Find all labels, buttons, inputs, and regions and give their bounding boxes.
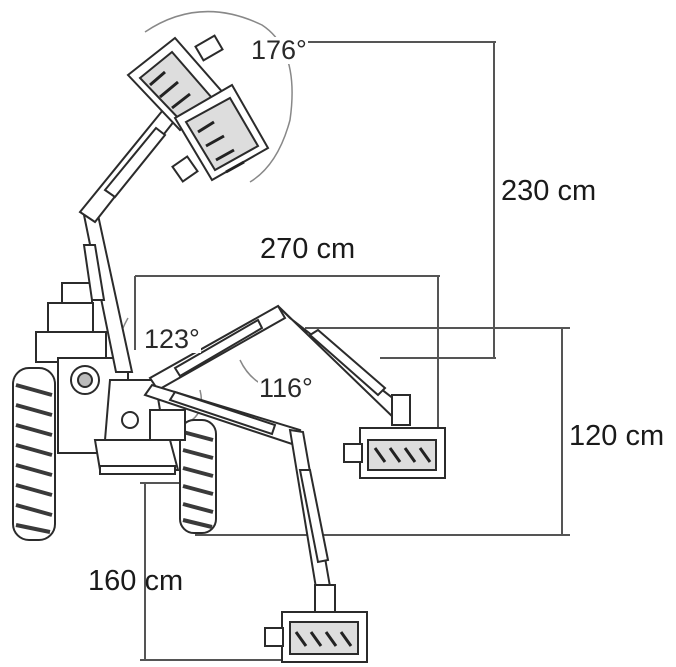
angle-label-116: 116° [258, 373, 314, 403]
rear-tyre-right [179, 419, 217, 534]
dimension-label-230: 230 cm [501, 175, 597, 207]
dimension-label-270: 270 cm [260, 233, 356, 265]
tractor [12, 282, 217, 541]
cutter-head-top-2 [171, 83, 270, 183]
boom-horizontal-position [148, 304, 446, 479]
cutter-head-right [343, 394, 446, 479]
dimension-label-120: 120 cm [569, 420, 665, 452]
boom-down-position [143, 383, 368, 663]
dimension-label-160: 160 cm [88, 565, 184, 597]
rear-tyre-left [12, 367, 56, 541]
dimension-lines [134, 41, 570, 661]
cutter-head-bottom [264, 584, 368, 663]
angle-label-123: 123° [143, 324, 201, 354]
boom-top-position [78, 34, 270, 373]
angle-label-176: 176° [250, 35, 308, 65]
